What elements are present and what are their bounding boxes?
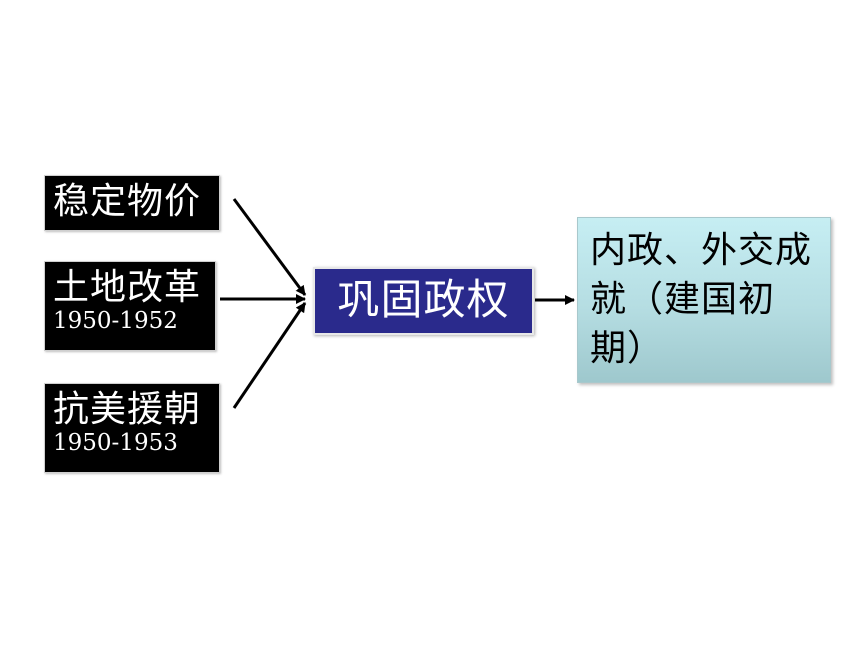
input-years: 1950-1952	[53, 308, 178, 334]
result-label: 内政、外交成就（建国初期）	[590, 230, 813, 369]
arrow-aid-to-center	[232, 302, 307, 409]
input-years: 1950-1953	[53, 430, 178, 456]
input-label: 抗美援朝	[53, 389, 202, 430]
center-box-consolidate-power: 巩固政权	[313, 267, 534, 335]
arrow-stabilize-to-center	[232, 198, 307, 296]
result-box-achievements: 内政、外交成就（建国初期）	[577, 217, 831, 383]
input-label: 土地改革	[53, 267, 202, 308]
input-box-land-reform: 土地改革 1950-1952	[44, 261, 216, 351]
input-box-resist-us-aid-korea: 抗美援朝 1950-1953	[44, 383, 220, 473]
input-box-stabilize-prices: 稳定物价	[44, 175, 220, 231]
center-label: 巩固政权	[337, 275, 510, 324]
input-label: 稳定物价	[53, 181, 202, 222]
